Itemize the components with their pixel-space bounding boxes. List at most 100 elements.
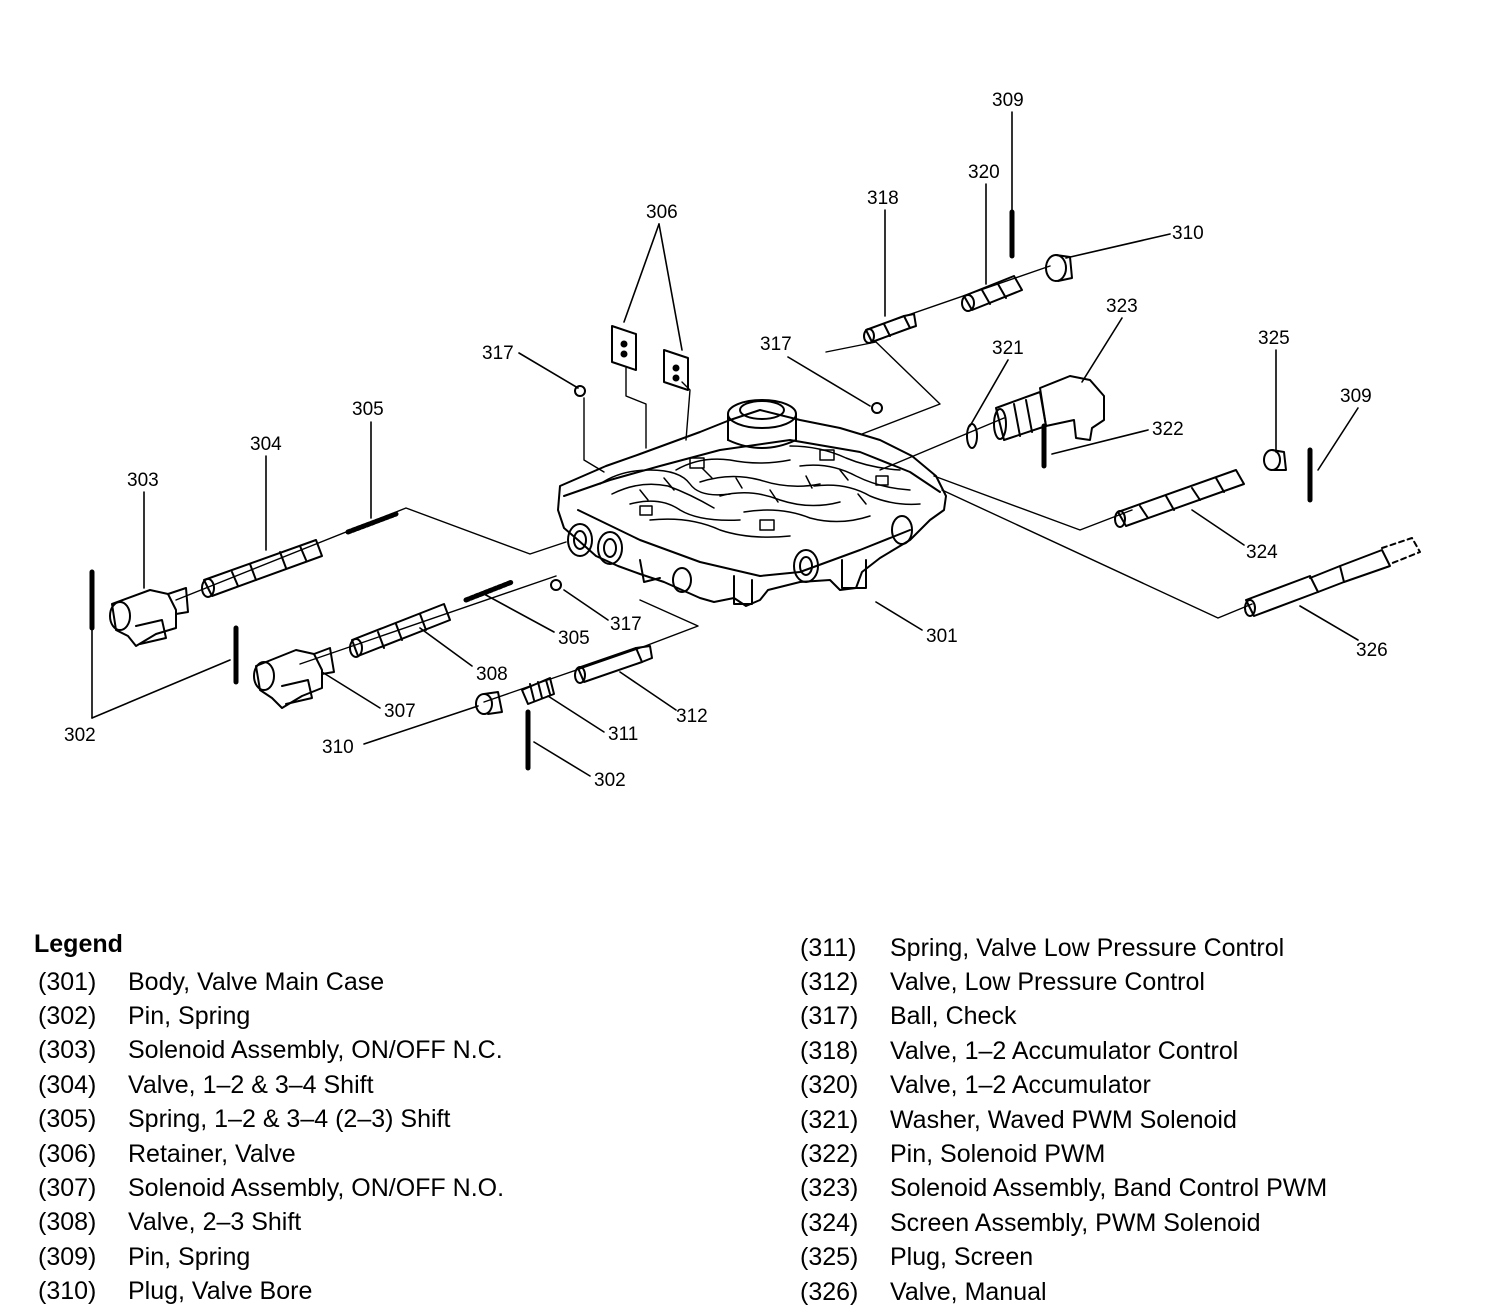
callout-323: 323	[1106, 296, 1138, 317]
callout-306: 306	[646, 202, 678, 223]
legend-item-number: (301)	[38, 967, 97, 996]
callout-304: 304	[250, 434, 282, 455]
legend-item-number: (310)	[38, 1277, 97, 1306]
legend-item-description: Valve, 1–2 Accumulator Control	[890, 1036, 1239, 1065]
retainer-306	[611, 325, 689, 391]
legend-item: (323) Solenoid Assembly, Band Control PWM	[800, 1172, 1327, 1206]
callout-324: 324	[1246, 542, 1278, 563]
callout-320: 320	[968, 162, 1000, 183]
legend-item-description: Solenoid Assembly, ON/OFF N.C.	[128, 1036, 503, 1065]
callout-302-left: 302	[64, 725, 96, 746]
pwm-solenoid-323	[966, 375, 1105, 469]
legend-item-description: Valve, Low Pressure Control	[890, 968, 1205, 997]
valve-body-301	[557, 399, 947, 607]
legend-column-left: (301) Body, Valve Main Case (302) Pin, Spr…	[38, 965, 504, 1309]
legend-item-description: Spring, Valve Low Pressure Control	[890, 933, 1285, 962]
callout-322: 322	[1152, 419, 1184, 440]
callout-307: 307	[384, 701, 416, 722]
callout-310-top: 310	[1172, 223, 1204, 244]
axis-lines	[175, 265, 1253, 703]
legend-item-description: Washer, Waved PWM Solenoid	[890, 1105, 1237, 1134]
legend-item: (307)Solenoid Assembly, ON/OFF N.O.	[38, 1171, 504, 1205]
leader-lines	[91, 111, 1359, 777]
callout-311: 311	[608, 724, 638, 745]
callout-310-bottom: 310	[322, 737, 354, 758]
legend-item-description: Body, Valve Main Case	[128, 967, 385, 996]
callout-325: 325	[1258, 328, 1290, 349]
legend-item: (303) Solenoid Assembly, ON/OFF N.C.	[38, 1034, 504, 1068]
legend-item-description: Retainer, Valve	[128, 1139, 296, 1168]
legend-item-description: Screen Assembly, PWM Solenoid	[890, 1208, 1261, 1237]
legend-item: (301) Body, Valve Main Case	[38, 965, 504, 999]
callout-321: 321	[992, 338, 1024, 359]
legend-item-number: (321)	[800, 1105, 859, 1134]
callout-labels: 309 320 318 306 310 323 317 317 321 325 …	[64, 90, 1388, 791]
legend-item: (310) Plug, Valve Bore	[38, 1275, 504, 1309]
callout-308: 308	[476, 664, 508, 685]
legend-item-number: (326)	[800, 1277, 859, 1306]
legend-item-number: (304)	[38, 1070, 97, 1099]
legend-item-number: (307)	[38, 1174, 97, 1203]
legend-item-number: (308)	[38, 1208, 97, 1237]
legend-item: (322) Pin, Solenoid PWM	[800, 1137, 1327, 1171]
legend-item: (326) Valve, Manual	[800, 1275, 1327, 1309]
legend-item: (324) Screen Assembly, PWM Solenoid	[800, 1206, 1327, 1240]
legend-column-right: (311)Spring, Valve Low Pressure Control …	[800, 931, 1327, 1309]
legend-item: (302) Pin, Spring	[38, 999, 504, 1033]
callout-317-bottom: 317	[610, 614, 642, 635]
legend-item-number: (306)	[38, 1139, 97, 1168]
callout-303: 303	[127, 470, 159, 491]
legend-item-number: (303)	[38, 1036, 97, 1065]
legend-item-description: Valve, 2–3 Shift	[128, 1208, 302, 1237]
legend-item-number: (312)	[800, 968, 859, 997]
legend-item-description: Plug, Screen	[890, 1243, 1034, 1272]
legend-item-description: Ball, Check	[890, 1002, 1017, 1031]
legend-item: (306) Retainer, Valve	[38, 1137, 504, 1171]
legend-item-number: (322)	[800, 1140, 859, 1169]
callout-312: 312	[676, 706, 708, 727]
legend-item: (317) Ball, Check	[800, 1000, 1327, 1034]
legend-item-description: Valve, Manual	[890, 1277, 1047, 1306]
callout-301: 301	[926, 626, 958, 647]
exploded-valve-body-diagram: 309 320 318 306 310 323 317 317 321 325 …	[64, 90, 1421, 791]
legend-item-description: Spring, 1–2 & 3–4 (2–3) Shift	[128, 1105, 451, 1134]
legend-item-number: (302)	[38, 1002, 97, 1031]
legend-item: (320)Valve, 1–2 Accumulator	[800, 1069, 1327, 1103]
legend-title: Legend	[34, 930, 123, 958]
legend-item-number: (325)	[800, 1243, 859, 1272]
legend-item: (321) Washer, Waved PWM Solenoid	[800, 1103, 1327, 1137]
callout-326: 326	[1356, 640, 1388, 661]
right-side-parts	[1114, 447, 1421, 617]
callout-317-left: 317	[482, 343, 514, 364]
callout-317-middle: 317	[760, 334, 792, 355]
left-side-parts	[89, 511, 653, 771]
legend-item: (325) Plug, Screen	[800, 1241, 1327, 1275]
callout-305-bottom: 305	[558, 628, 590, 649]
legend-item-number: (317)	[800, 1002, 859, 1031]
legend-item-description: Pin, Spring	[128, 1002, 251, 1031]
legend-item: (312) Valve, Low Pressure Control	[800, 965, 1327, 999]
legend-item: (304) Valve, 1–2 & 3–4 Shift	[38, 1068, 504, 1102]
legend-item-description: Valve, 1–2 & 3–4 Shift	[128, 1070, 374, 1099]
accumulator-valve-group	[863, 209, 1073, 344]
callout-305-top: 305	[352, 399, 384, 420]
legend-item: (308) Valve, 2–3 Shift	[38, 1206, 504, 1240]
legend-item-description: Solenoid Assembly, Band Control PWM	[890, 1174, 1328, 1203]
legend-item: (305) Spring, 1–2 & 3–4 (2–3) Shift	[38, 1103, 504, 1137]
legend-item-number: (318)	[800, 1036, 859, 1065]
legend-item: (311) Spring, Valve Low Pressure Control	[800, 931, 1327, 965]
legend-item-description: Plug, Valve Bore	[128, 1277, 313, 1306]
legend-item-description: Pin, Solenoid PWM	[890, 1140, 1106, 1169]
legend-item-number: (305)	[38, 1105, 97, 1134]
callout-302-bottom: 302	[594, 770, 626, 791]
legend-item-description: Pin, Spring	[128, 1242, 251, 1271]
callout-318: 318	[867, 188, 899, 209]
legend-item-number: (323)	[800, 1174, 859, 1203]
check-balls-317	[550, 385, 883, 591]
legend-item-number: (324)	[800, 1208, 859, 1237]
legend-item-number: (309)	[38, 1242, 97, 1271]
legend-item-description: Valve, 1–2 Accumulator	[890, 1071, 1151, 1100]
legend-item: (309) Pin, Spring	[38, 1240, 504, 1274]
legend-item: (318) Valve, 1–2 Accumulator Control	[800, 1034, 1327, 1068]
legend-item-number: (311)	[800, 933, 857, 962]
